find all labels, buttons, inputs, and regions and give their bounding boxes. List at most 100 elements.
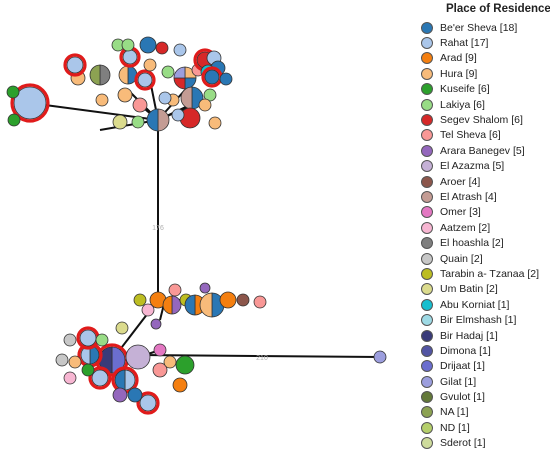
legend-item: Bir Hadaj [1]: [421, 328, 550, 343]
tree-node: [173, 43, 187, 57]
tree-node: [201, 66, 223, 88]
node-slice: [118, 65, 129, 85]
tree-node: [63, 371, 77, 385]
tree-node: [121, 38, 135, 52]
node-disc: [137, 72, 153, 88]
tree-node: [7, 113, 21, 127]
node-disc: [204, 69, 220, 85]
tree-node: [143, 58, 157, 72]
highlight-ring: [10, 83, 50, 123]
legend-swatch: [421, 37, 433, 50]
legend-label: Arara Banegev [5]: [440, 144, 525, 157]
node-disc: [66, 56, 84, 74]
node-disc: [139, 36, 157, 54]
node-disc: [171, 108, 185, 122]
node-slice: [199, 292, 213, 318]
tree-node: [208, 116, 222, 130]
legend-item: Arad [9]: [421, 51, 550, 66]
legend-label: Arad [9]: [440, 52, 477, 65]
node-slice: [146, 108, 159, 132]
node-disc: [199, 282, 211, 294]
highlight-ring: [88, 366, 112, 390]
legend-item: Quain [2]: [421, 251, 550, 266]
legend-swatch: [421, 360, 433, 373]
legend-swatch: [421, 144, 433, 157]
tree-node: [236, 293, 250, 307]
tree-node: [198, 98, 212, 112]
tree-node: [115, 321, 129, 335]
tree-node: [253, 295, 267, 309]
node-disc: [79, 329, 97, 347]
legend-swatch: [421, 437, 433, 450]
tree-node: [88, 366, 112, 390]
node-disc: [13, 86, 47, 120]
node-disc: [131, 115, 145, 129]
node-disc: [152, 362, 168, 378]
legend-swatch: [421, 329, 433, 342]
legend-label: Gilat [1]: [440, 375, 477, 388]
legend-label: El hoashla [2]: [440, 237, 504, 250]
legend-label: Quain [2]: [440, 252, 483, 265]
node-disc: [155, 41, 169, 55]
legend-item: Sderot [1]: [421, 436, 550, 451]
tree-node: [199, 282, 211, 294]
node-disc: [68, 355, 82, 369]
tree-node: [89, 64, 111, 86]
node-disc: [112, 114, 128, 130]
node-disc: [143, 58, 157, 72]
legend-item: Aroer [4]: [421, 174, 550, 189]
tree-node: [155, 41, 169, 55]
legend-label: Hura [9]: [440, 67, 478, 80]
legend-label: Bir Hadaj [1]: [440, 329, 498, 342]
legend-swatch: [421, 190, 433, 203]
legend-swatch: [421, 221, 433, 234]
legend-swatch: [421, 421, 433, 434]
tree-node: [55, 353, 69, 367]
legend-item: Be'er Sheva [18]: [421, 20, 550, 35]
legend-swatch: [421, 283, 433, 296]
tree-node: [141, 303, 155, 317]
node-slice: [157, 108, 170, 132]
tree-node: [153, 343, 167, 357]
legend-label: Bir Elmshash [1]: [440, 314, 517, 327]
legend-swatch: [421, 129, 433, 142]
node-disc: [173, 43, 187, 57]
tree-node: [150, 318, 162, 330]
legend-swatch: [421, 52, 433, 65]
legend-item: Hura [9]: [421, 66, 550, 81]
legend-label: El Atrash [4]: [440, 190, 497, 203]
node-disc: [63, 371, 77, 385]
node-disc: [95, 333, 109, 347]
node-disc: [203, 88, 217, 102]
node-slice: [89, 64, 101, 86]
legend-swatch: [421, 83, 433, 96]
legend-item: Drijaat [1]: [421, 359, 550, 374]
legend-label: Segev Shalom [6]: [440, 114, 523, 127]
node-disc: [219, 291, 237, 309]
node-disc: [55, 353, 69, 367]
tree-node: [63, 53, 87, 77]
legend-swatch: [421, 98, 433, 111]
legend-label: Be'er Sheva [18]: [440, 21, 518, 34]
node-disc: [7, 113, 21, 127]
tree-node: [175, 355, 195, 375]
tree-node: [168, 283, 182, 297]
legend-item: ND [1]: [421, 420, 550, 435]
legend-swatch: [421, 206, 433, 219]
legend-swatch: [421, 344, 433, 357]
legend-swatch: [421, 406, 433, 419]
legend-label: Um Batin [2]: [440, 283, 498, 296]
legend-label: El Azazma [5]: [440, 160, 505, 173]
legend-swatch: [421, 314, 433, 327]
legend-swatch: [421, 160, 433, 173]
node-disc: [158, 91, 172, 105]
node-disc: [175, 355, 195, 375]
tree-node: [219, 291, 237, 309]
legend-label: Kuseife [6]: [440, 83, 490, 96]
legend-label: Abu Korniat [1]: [440, 298, 510, 311]
legend-label: Drijaat [1]: [440, 360, 485, 373]
legend-swatch: [421, 67, 433, 80]
tree-node: [158, 91, 172, 105]
legend-item: Abu Korniat [1]: [421, 297, 550, 312]
legend-label: Lakiya [6]: [440, 98, 485, 111]
